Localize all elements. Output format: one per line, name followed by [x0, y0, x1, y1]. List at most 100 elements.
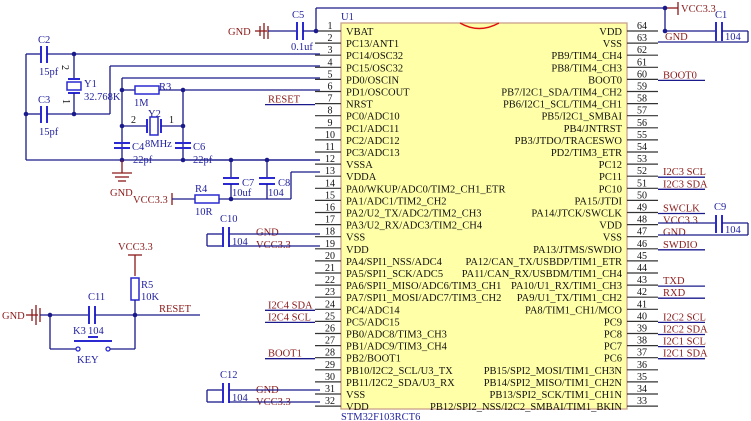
pin-number: 46 — [637, 239, 647, 250]
pin-number: 12 — [325, 154, 335, 165]
svg-text:I2C2 SDA: I2C2 SDA — [663, 325, 708, 336]
net-label-right: VCC3.3 — [663, 216, 698, 227]
pin-number: 39 — [637, 324, 647, 335]
pin-name: PA10/U1_RX/TIM1_CH3 — [511, 281, 622, 292]
pin-name: PC15/OSC32 — [346, 63, 403, 74]
pin-number: 62 — [637, 45, 647, 56]
r4-vcc-label: VCC3.3 — [133, 195, 168, 206]
pin-number: 56 — [637, 118, 647, 129]
pin-number: 36 — [637, 360, 647, 371]
svg-text:RXD: RXD — [663, 288, 686, 299]
pin-number: 25 — [325, 311, 335, 322]
pin-number: 24 — [325, 299, 335, 310]
pin-name: PC0/ADC10 — [346, 112, 400, 123]
pin-name: VDD — [599, 27, 622, 38]
r5-vcc-label: VCC3.3 — [118, 242, 153, 253]
pin-name: PB10/I2C2_SCL/U3_TX — [346, 366, 453, 377]
pin-number: 42 — [637, 287, 647, 298]
pin-name: PC6 — [604, 354, 622, 365]
pin-number: 61 — [637, 57, 647, 68]
pin-number: 18 — [325, 227, 335, 238]
pin-name: PA1/ADC1/TIM2_CH2 — [346, 196, 447, 207]
pin-name: PA3/U2_RX/ADC3/TIM2_CH4 — [346, 221, 483, 232]
osc-gnd-label: GND — [110, 188, 133, 199]
pin-name: BOOT0 — [588, 75, 622, 86]
pin-name: PC7 — [604, 342, 622, 353]
left-pins: 1VBAT2PC13/ANT13PC14/OSC324PC15/OSC325PD… — [315, 21, 505, 413]
net-label-left: I2C4 SDA — [265, 300, 315, 311]
svg-text:TXD: TXD — [663, 276, 685, 287]
svg-text:I2C1 SCL: I2C1 SCL — [663, 337, 706, 348]
y1-ref: Y1 — [84, 79, 97, 90]
svg-text:SWCLK: SWCLK — [663, 204, 700, 215]
pin-number: 51 — [637, 178, 647, 189]
pin-number: 33 — [637, 396, 647, 407]
net-label-right: I2C3 SDA — [658, 179, 708, 190]
pin-number: 53 — [637, 154, 647, 165]
pin-number: 40 — [637, 311, 647, 322]
pin-number: 47 — [637, 227, 647, 238]
pin-name: VDD — [346, 245, 369, 256]
pin-name: PA5/SPI1_SCK/ADC5 — [346, 269, 443, 280]
net-label-right: I2C1 SCL — [658, 337, 706, 348]
r3-ref: R3 — [159, 82, 171, 93]
pin-number: 57 — [637, 106, 647, 117]
net-label-left: I2C4 SCL — [265, 312, 315, 323]
pin-name: PC11 — [599, 172, 622, 183]
pin-number: 31 — [325, 384, 335, 395]
pin-name: PC14/OSC32 — [346, 51, 403, 62]
pin-name: VSS — [603, 39, 622, 50]
pin-number: 7 — [328, 94, 333, 105]
svg-text:VCC3.3: VCC3.3 — [663, 216, 698, 227]
pin-name: PB12/SPI2_NSS/I2C2_SMBAI/TIM1_BKIN — [430, 402, 622, 413]
pin-name: PA9/U1_TX/TIM1_CH2 — [517, 293, 622, 304]
pin-name: VSS — [346, 233, 365, 244]
pin-name: PC5/ADC15 — [346, 317, 400, 328]
pin-number: 49 — [637, 203, 647, 214]
pin-number: 41 — [637, 299, 647, 310]
c1-value: 104 — [725, 32, 742, 43]
c7-ref: C7 — [242, 178, 254, 189]
pin-number: 52 — [637, 166, 647, 177]
pin-name: PA11/CAN_RX/USBDM/TIM1_CH4 — [462, 269, 623, 280]
pin-name: PA2/U2_TX/ADC2/TIM2_CH3 — [346, 209, 482, 220]
c10-ref: C10 — [220, 214, 238, 225]
pin-name: PB1/ADC9/TIM3_CH4 — [346, 342, 448, 353]
net-label-left: RESET — [265, 95, 315, 106]
c12-ref: C12 — [220, 370, 238, 381]
pin-name: PC10 — [599, 184, 622, 195]
net-label-right: I2C1 SDA — [658, 349, 708, 360]
pin-number: 4 — [328, 57, 333, 68]
pin-number: 64 — [637, 21, 647, 32]
pin-name: PB2/BOOT1 — [346, 354, 401, 365]
svg-text:I2C1 SDA: I2C1 SDA — [663, 349, 708, 360]
net-label-left: BOOT1 — [265, 349, 315, 360]
pin-number: 59 — [637, 82, 647, 93]
k3-value: KEY — [77, 355, 99, 366]
chip-part: STM32F103RCT6 — [341, 412, 420, 421]
net-label-right: SWDIO — [658, 240, 705, 251]
pin-number: 63 — [637, 33, 647, 44]
c1-vdd-circuit: VCC3.3 GND C1 104 — [658, 2, 749, 43]
